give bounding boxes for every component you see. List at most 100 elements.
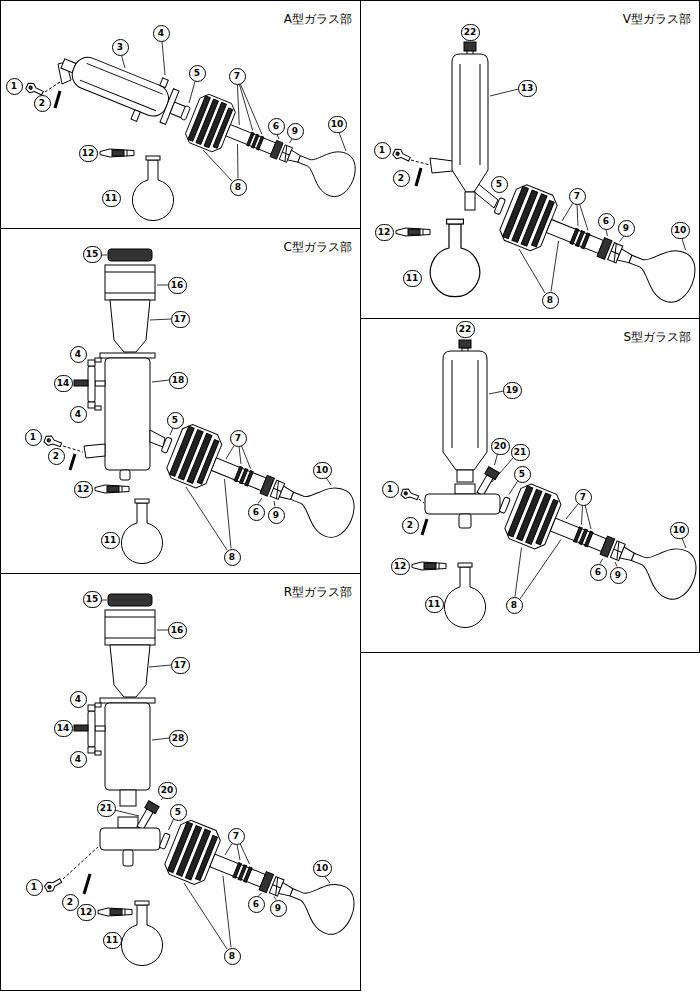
callout-number: 5 xyxy=(170,804,187,821)
callout-number: 12 xyxy=(79,145,98,162)
pin xyxy=(70,454,75,470)
trap-body xyxy=(105,358,150,470)
stopcock-handle xyxy=(74,725,88,731)
a-type-glassware xyxy=(25,41,363,220)
condenser-neck xyxy=(457,470,473,482)
callout-number: 1 xyxy=(6,78,23,95)
callout-number: 22 xyxy=(461,24,480,41)
callout-number: 11 xyxy=(403,270,422,287)
callout-number: 8 xyxy=(230,179,247,196)
callout-number: 11 xyxy=(425,596,444,613)
callout-number: 12 xyxy=(391,558,410,575)
socket xyxy=(455,484,475,494)
callout-number: 4 xyxy=(153,25,170,42)
pin xyxy=(422,519,427,535)
cold-trap xyxy=(110,300,150,352)
inlet-connector xyxy=(430,158,453,173)
callout-number: 8 xyxy=(224,549,241,566)
elbow xyxy=(95,703,101,707)
callout-number: 8 xyxy=(542,292,559,309)
callout-number: 7 xyxy=(575,489,592,506)
valve xyxy=(475,467,499,497)
drain-neck xyxy=(459,514,471,528)
hose-fitting xyxy=(400,487,419,502)
adapter xyxy=(105,610,155,645)
socket xyxy=(118,817,138,828)
callout-number: 9 xyxy=(268,507,285,524)
callout-number: 22 xyxy=(456,321,475,338)
cap xyxy=(108,594,152,606)
callout-number: 18 xyxy=(169,372,188,389)
condenser-line xyxy=(478,360,479,448)
stopcock-arm xyxy=(95,726,105,731)
callout-number: 5 xyxy=(491,176,508,193)
callout-number: 15 xyxy=(83,591,102,608)
rotary-assembly xyxy=(151,813,362,943)
panel-heading: C型ガラス部 xyxy=(284,240,352,254)
v-type-glassware xyxy=(392,42,700,312)
rotary-assembly xyxy=(486,177,700,311)
condenser-line xyxy=(460,64,461,165)
callout-number: 4 xyxy=(70,751,87,768)
flange xyxy=(100,698,155,703)
callout-number: 9 xyxy=(610,567,627,584)
callout-number: 2 xyxy=(402,517,419,534)
c-type-glassware xyxy=(43,249,362,564)
panel-heading: S型ガラス部 xyxy=(623,330,691,344)
callout-number: 10 xyxy=(313,462,332,479)
t-piece xyxy=(425,494,500,514)
leader-lines xyxy=(101,42,687,950)
round-flask xyxy=(121,901,162,966)
callout-number: 14 xyxy=(54,375,73,392)
callout-number: 7 xyxy=(228,828,245,845)
adapter-band xyxy=(105,293,155,294)
callout-number: 1 xyxy=(382,481,399,498)
callout-number: 10 xyxy=(313,860,332,877)
callout-number: 6 xyxy=(268,118,285,135)
callout-number: 6 xyxy=(248,504,265,521)
inlet-connector xyxy=(84,444,105,458)
callout-number: 10 xyxy=(328,116,347,133)
rotary-assembly xyxy=(491,477,700,609)
trap-body xyxy=(105,703,150,790)
pin xyxy=(416,168,421,186)
callout-number: 20 xyxy=(491,438,510,455)
stopcock xyxy=(88,366,95,402)
callout-number: 15 xyxy=(83,246,102,263)
condenser xyxy=(452,54,488,192)
adapter-band xyxy=(105,272,155,273)
callout-number: 17 xyxy=(171,311,190,328)
clamp xyxy=(95,485,129,493)
callout-number: 12 xyxy=(74,481,93,498)
round-flask xyxy=(430,219,479,297)
body-neck xyxy=(120,790,136,806)
condenser-line xyxy=(452,360,453,448)
dashed-joint xyxy=(63,446,83,452)
cold-trap xyxy=(110,645,150,697)
panel-frame: S型ガラス部 xyxy=(360,318,700,653)
callout-number: 1 xyxy=(26,879,43,896)
dashed-joint xyxy=(45,82,60,92)
callout-number: 3 xyxy=(112,39,129,56)
callout-number: 9 xyxy=(287,123,304,140)
callout-number: 7 xyxy=(229,68,246,85)
condenser-line xyxy=(480,64,481,165)
callout-number: 11 xyxy=(101,532,120,549)
callout-number: 2 xyxy=(48,448,65,465)
adapter-band xyxy=(105,638,155,639)
callout-number: 12 xyxy=(77,904,96,921)
callout-number: 16 xyxy=(168,277,187,294)
callout-number: 28 xyxy=(169,730,188,747)
elbow xyxy=(95,406,101,410)
cap xyxy=(464,42,476,51)
callout-number: 11 xyxy=(103,932,122,949)
callout-number: 11 xyxy=(102,190,121,207)
elbow xyxy=(88,402,95,408)
callout-number: 8 xyxy=(506,597,523,614)
dashed-joint xyxy=(419,499,424,503)
panel-heading: A型ガラス部 xyxy=(284,12,352,26)
rotary-assembly xyxy=(153,417,362,546)
callout-number: 10 xyxy=(671,222,690,239)
